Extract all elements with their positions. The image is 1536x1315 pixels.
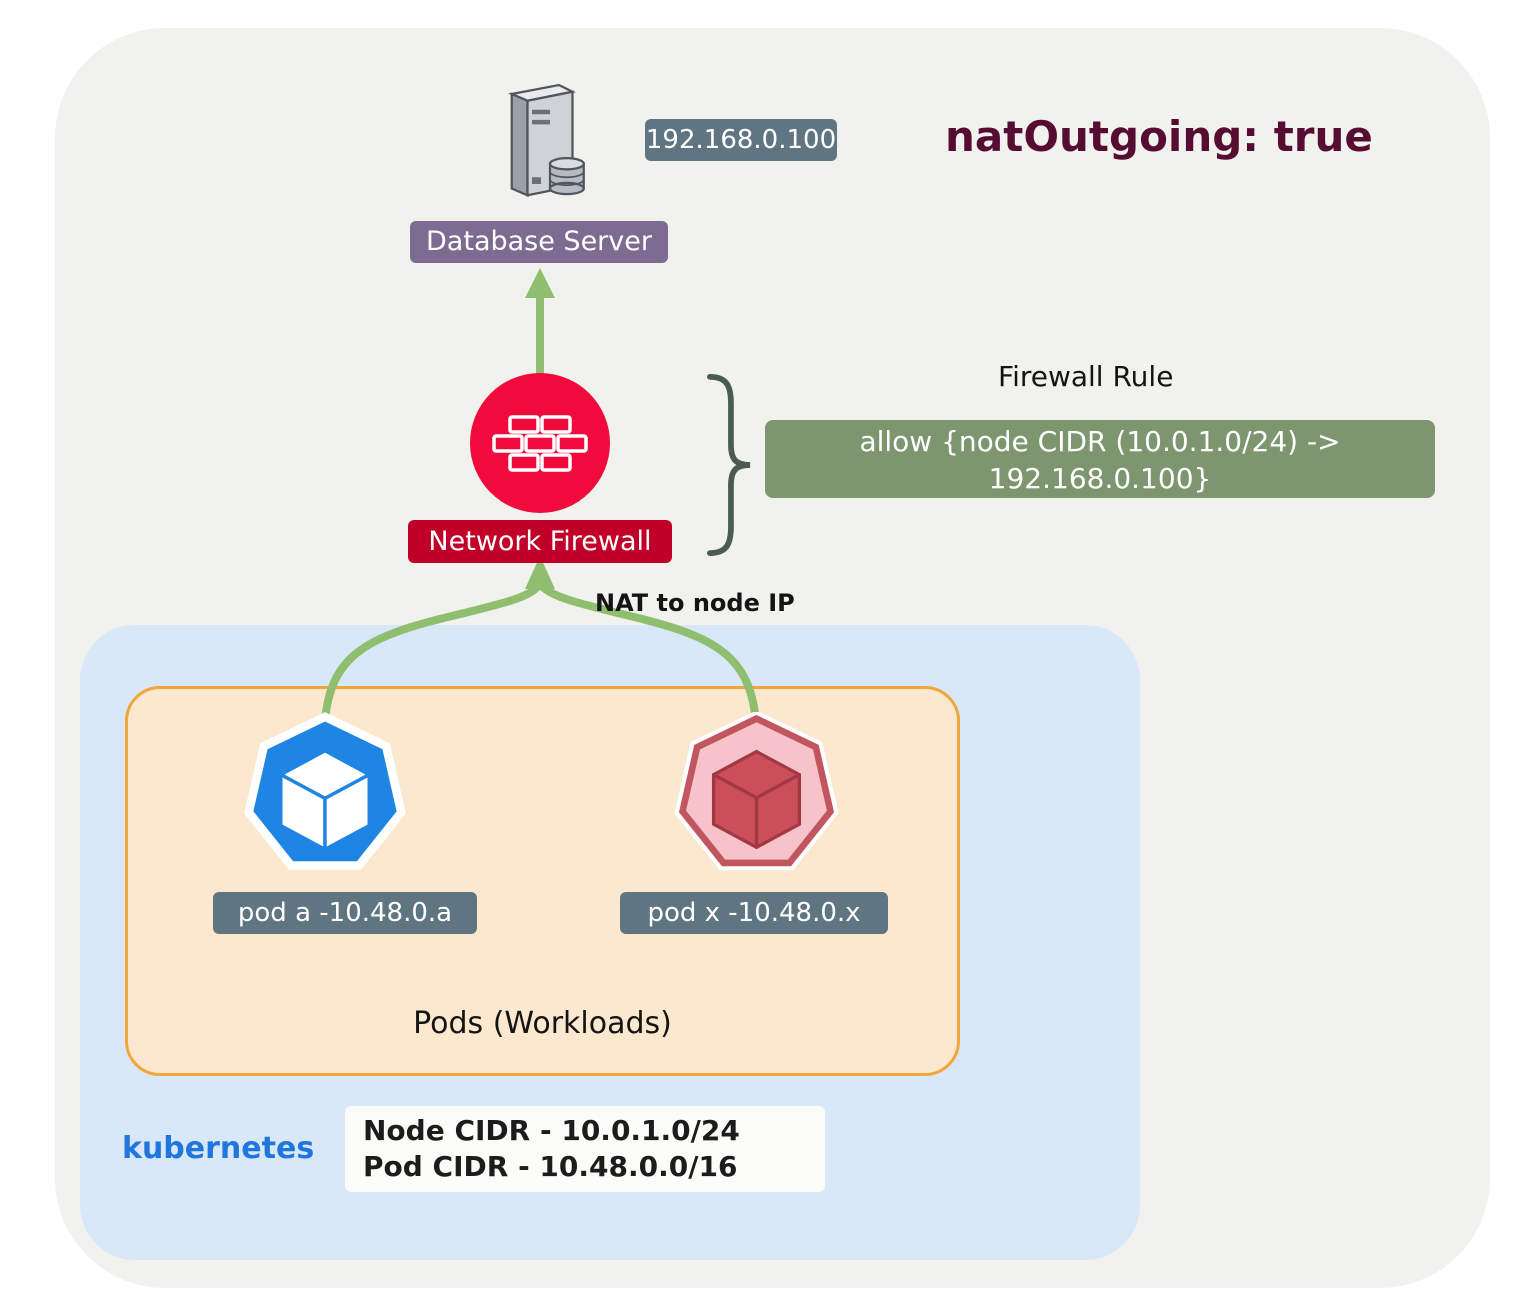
firewall-rule-line1: allow {node CIDR (10.0.1.0/24) -> [859, 425, 1341, 458]
database-ip-badge: 192.168.0.100 [645, 119, 837, 161]
pod-x-icon [674, 712, 839, 871]
cidr-info-box: Node CIDR - 10.0.1.0/24 Pod CIDR - 10.48… [345, 1106, 825, 1192]
database-server-icon [507, 83, 585, 197]
firewall-rule-line2: 192.168.0.100} [988, 462, 1212, 495]
kubernetes-label: kubernetes [122, 1131, 315, 1166]
network-firewall-label: Network Firewall [408, 520, 672, 563]
pod-x-label: pod x -10.48.0.x [620, 892, 888, 934]
pods-box-label: Pods (Workloads) [413, 1006, 672, 1041]
nat-to-node-ip-label: NAT to node IP [595, 589, 795, 617]
brace-icon [707, 374, 751, 556]
diagram-title: natOutgoing: true [945, 112, 1373, 161]
firewall-rule-badge: allow {node CIDR (10.0.1.0/24) -> 192.16… [765, 420, 1435, 498]
node-cidr-line: Node CIDR - 10.0.1.0/24 [363, 1114, 740, 1147]
firewall-icon [470, 373, 610, 513]
firewall-rule-title: Firewall Rule [998, 360, 1174, 393]
database-server-label: Database Server [410, 221, 668, 263]
pod-a-label: pod a -10.48.0.a [213, 892, 477, 934]
pod-a-icon [244, 712, 406, 870]
firewall-bricks-icon [492, 415, 588, 472]
pod-cidr-line: Pod CIDR - 10.48.0.0/16 [363, 1150, 738, 1183]
